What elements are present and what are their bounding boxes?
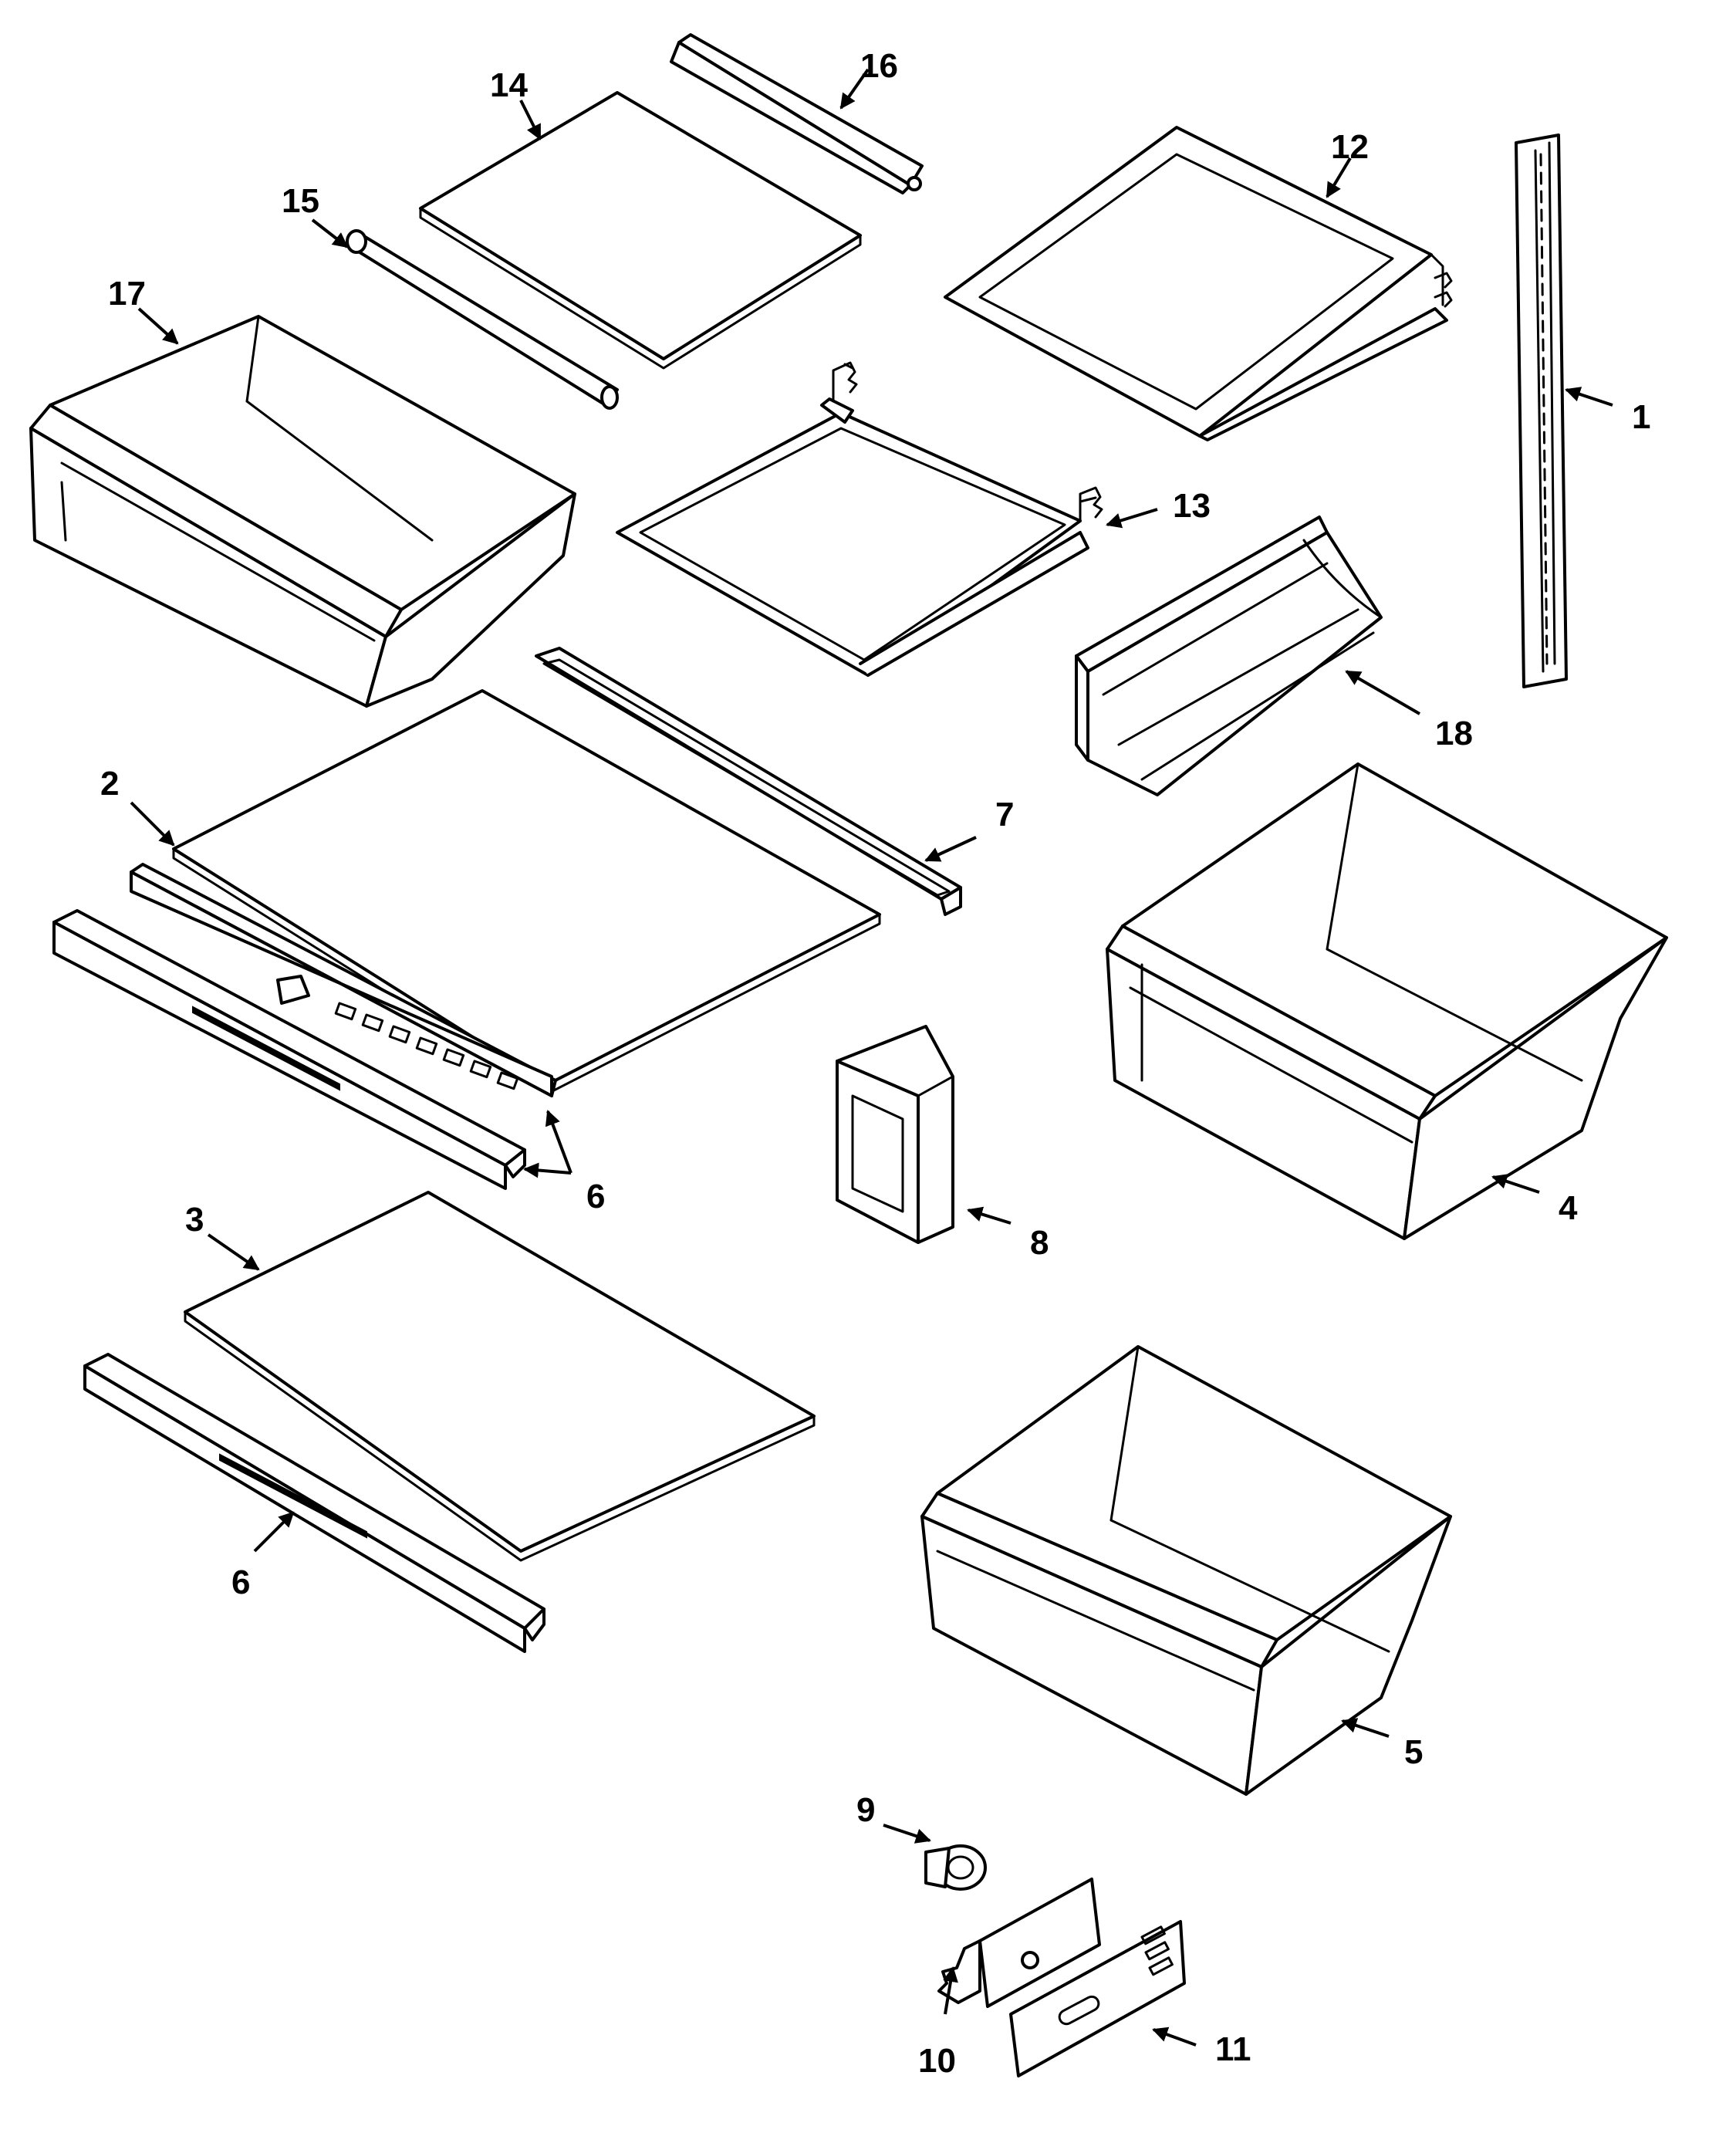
- callout-1: 1: [1632, 398, 1650, 436]
- part-3-glass-shelf: [184, 1191, 816, 1562]
- callout-14: 14: [490, 66, 528, 104]
- callout-16: 16: [860, 47, 898, 85]
- callout-2: 2: [100, 765, 119, 803]
- callout-11: 11: [1215, 2030, 1251, 2068]
- callout-18: 18: [1435, 715, 1473, 752]
- callout-6-upper: 6: [586, 1178, 605, 1215]
- part-6-upper-trims: [52, 863, 557, 1190]
- callout-9: 9: [856, 1791, 875, 1829]
- callout-12: 12: [1331, 128, 1369, 166]
- callout-17: 17: [108, 275, 146, 313]
- callout-labels: 1 2 3 4 5 6 6 7 8 9 10 11 12 13 14 15 16…: [100, 47, 1650, 2080]
- callout-6-lower: 6: [231, 1563, 250, 1601]
- leader-lines: [130, 68, 1613, 2047]
- callout-5: 5: [1404, 1733, 1423, 1771]
- callout-7: 7: [995, 796, 1014, 833]
- part-18-bin: [1075, 516, 1383, 796]
- callout-10: 10: [918, 2042, 956, 2080]
- callout-4: 4: [1559, 1189, 1578, 1227]
- part-7-trim: [535, 647, 962, 916]
- part-12-shelf-frame: [944, 126, 1453, 441]
- part-8-cover: [836, 1025, 954, 1244]
- part-16-trim: [670, 33, 924, 194]
- vent-slots: [334, 1002, 519, 1090]
- callout-8: 8: [1030, 1224, 1049, 1262]
- part-13-shelf: [616, 361, 1103, 677]
- callout-15: 15: [282, 182, 319, 220]
- part-6-lower-trim: [83, 1353, 545, 1653]
- part-11-cover: [1009, 1920, 1186, 2077]
- callout-13: 13: [1173, 487, 1211, 525]
- part-10-slide: [937, 1878, 1101, 2008]
- part-17-pan: [29, 315, 576, 708]
- part-14-glass-shelf: [419, 91, 862, 370]
- part-1-shelf-standard: [1515, 134, 1568, 688]
- part-9-knob: [924, 1844, 987, 1891]
- callout-3: 3: [185, 1201, 204, 1239]
- part-5-pan: [920, 1345, 1452, 1796]
- part-4-pan: [1106, 762, 1668, 1240]
